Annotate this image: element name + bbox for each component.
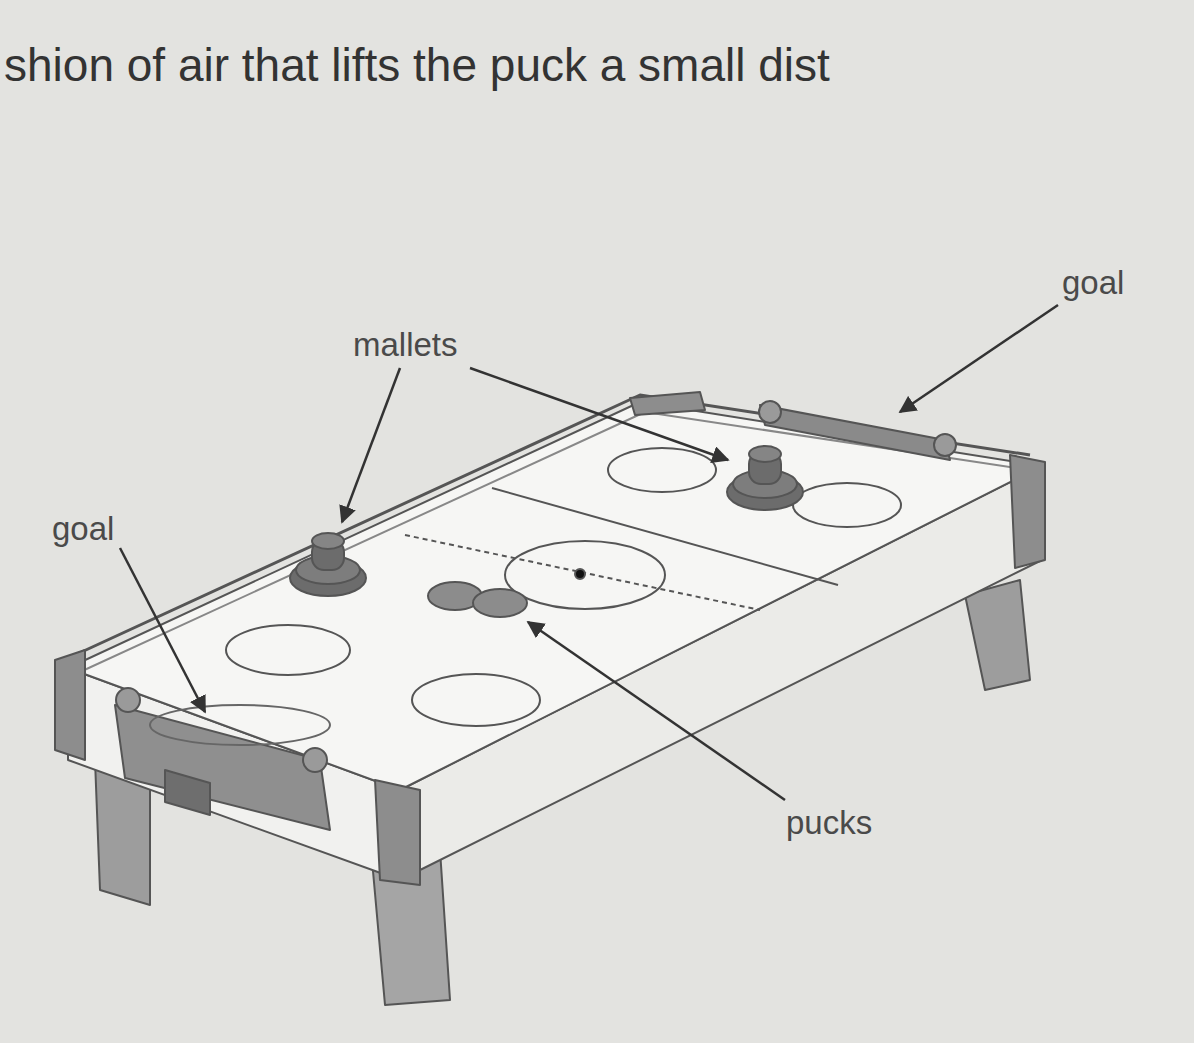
part-label: goal — [52, 512, 114, 545]
part-label: pucks — [786, 806, 872, 839]
text-fragment: shion of air that lifts the puck a small… — [4, 42, 830, 88]
part-label: mallets — [353, 328, 458, 361]
part-label: goal — [1062, 266, 1124, 299]
